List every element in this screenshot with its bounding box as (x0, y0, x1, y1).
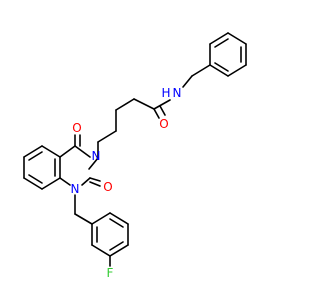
amide-oxygen-label: O (159, 117, 168, 131)
bond (28, 174, 43, 184)
bond (88, 157, 99, 170)
bond (109, 212, 129, 225)
bond (214, 62, 229, 72)
bond (109, 244, 129, 257)
bond (153, 108, 160, 119)
bond (41, 177, 61, 190)
bond (74, 213, 93, 225)
n3-nitrogen-label: N (92, 149, 101, 163)
bonds (23, 32, 247, 267)
bond (23, 145, 43, 158)
bond (153, 99, 171, 110)
bond (89, 177, 101, 182)
bond (91, 212, 111, 225)
bond (59, 145, 76, 158)
bond (89, 181, 101, 187)
bond (23, 177, 43, 190)
amide-hydrogen-label: H (161, 86, 170, 100)
atom-labels: N H O O N O N F (71, 86, 182, 280)
bond (133, 98, 155, 110)
bond (227, 32, 247, 45)
bond (97, 130, 117, 143)
bond (191, 64, 211, 77)
c2-oxygen-label: O (103, 180, 112, 194)
amide-nitrogen-label: N (173, 86, 182, 100)
bond (59, 177, 71, 186)
bond (81, 177, 91, 186)
bond (109, 218, 124, 228)
bond (109, 241, 124, 251)
fluorine-label: F (107, 266, 114, 280)
bond (214, 38, 229, 48)
bond (182, 75, 193, 88)
n1-nitrogen-label: N (71, 182, 80, 196)
bond (159, 105, 166, 116)
bond (209, 32, 229, 45)
bond (28, 151, 43, 161)
molecule-structure-diagram: N H O O N O N F (23, 32, 247, 280)
bond (227, 64, 247, 77)
bond (115, 98, 135, 111)
bond (74, 145, 91, 158)
bond (91, 244, 111, 257)
bond (41, 145, 61, 158)
c4-oxygen-label: O (72, 121, 81, 135)
bond (209, 64, 229, 77)
